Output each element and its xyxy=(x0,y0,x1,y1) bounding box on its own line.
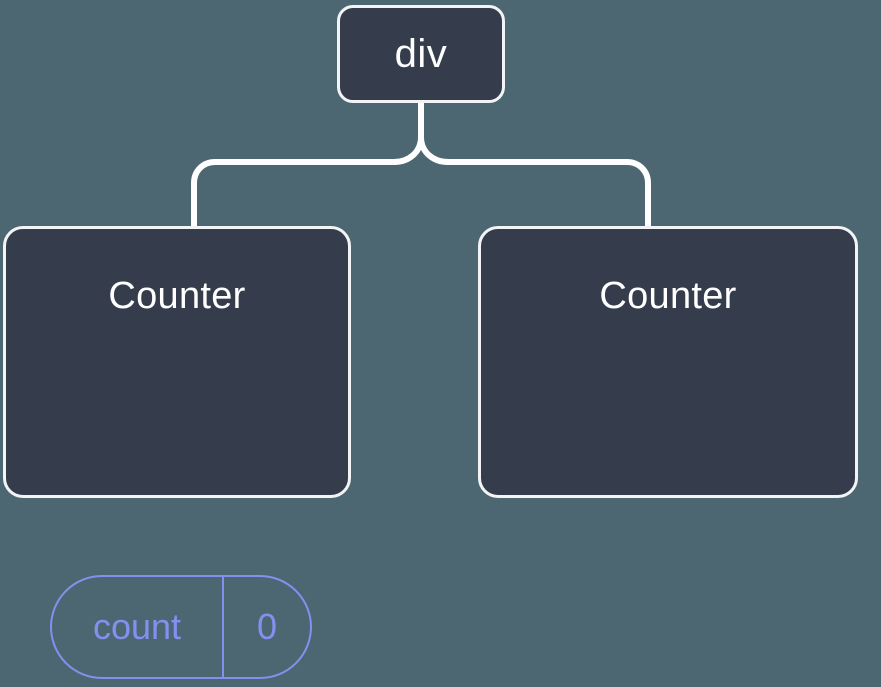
node-counter-left[interactable]: Counter count 0 xyxy=(3,226,351,679)
node-div-label: div xyxy=(394,32,448,76)
node-div[interactable]: div xyxy=(337,5,505,103)
state-pill-count-left[interactable]: count 0 xyxy=(50,575,312,679)
node-counter-right-label: Counter xyxy=(599,275,737,317)
edge-root-to-counter-right xyxy=(418,134,651,229)
node-counter-left-label: Counter xyxy=(108,275,246,317)
state-key-label: count xyxy=(52,577,224,677)
node-counter-right[interactable]: Counter count 1 xyxy=(478,226,858,498)
edge-root-to-counter-left xyxy=(191,134,424,229)
state-value-label: 0 xyxy=(256,606,278,647)
diagram-canvas: div Counter count 0 Counter count 1 xyxy=(3,5,858,679)
